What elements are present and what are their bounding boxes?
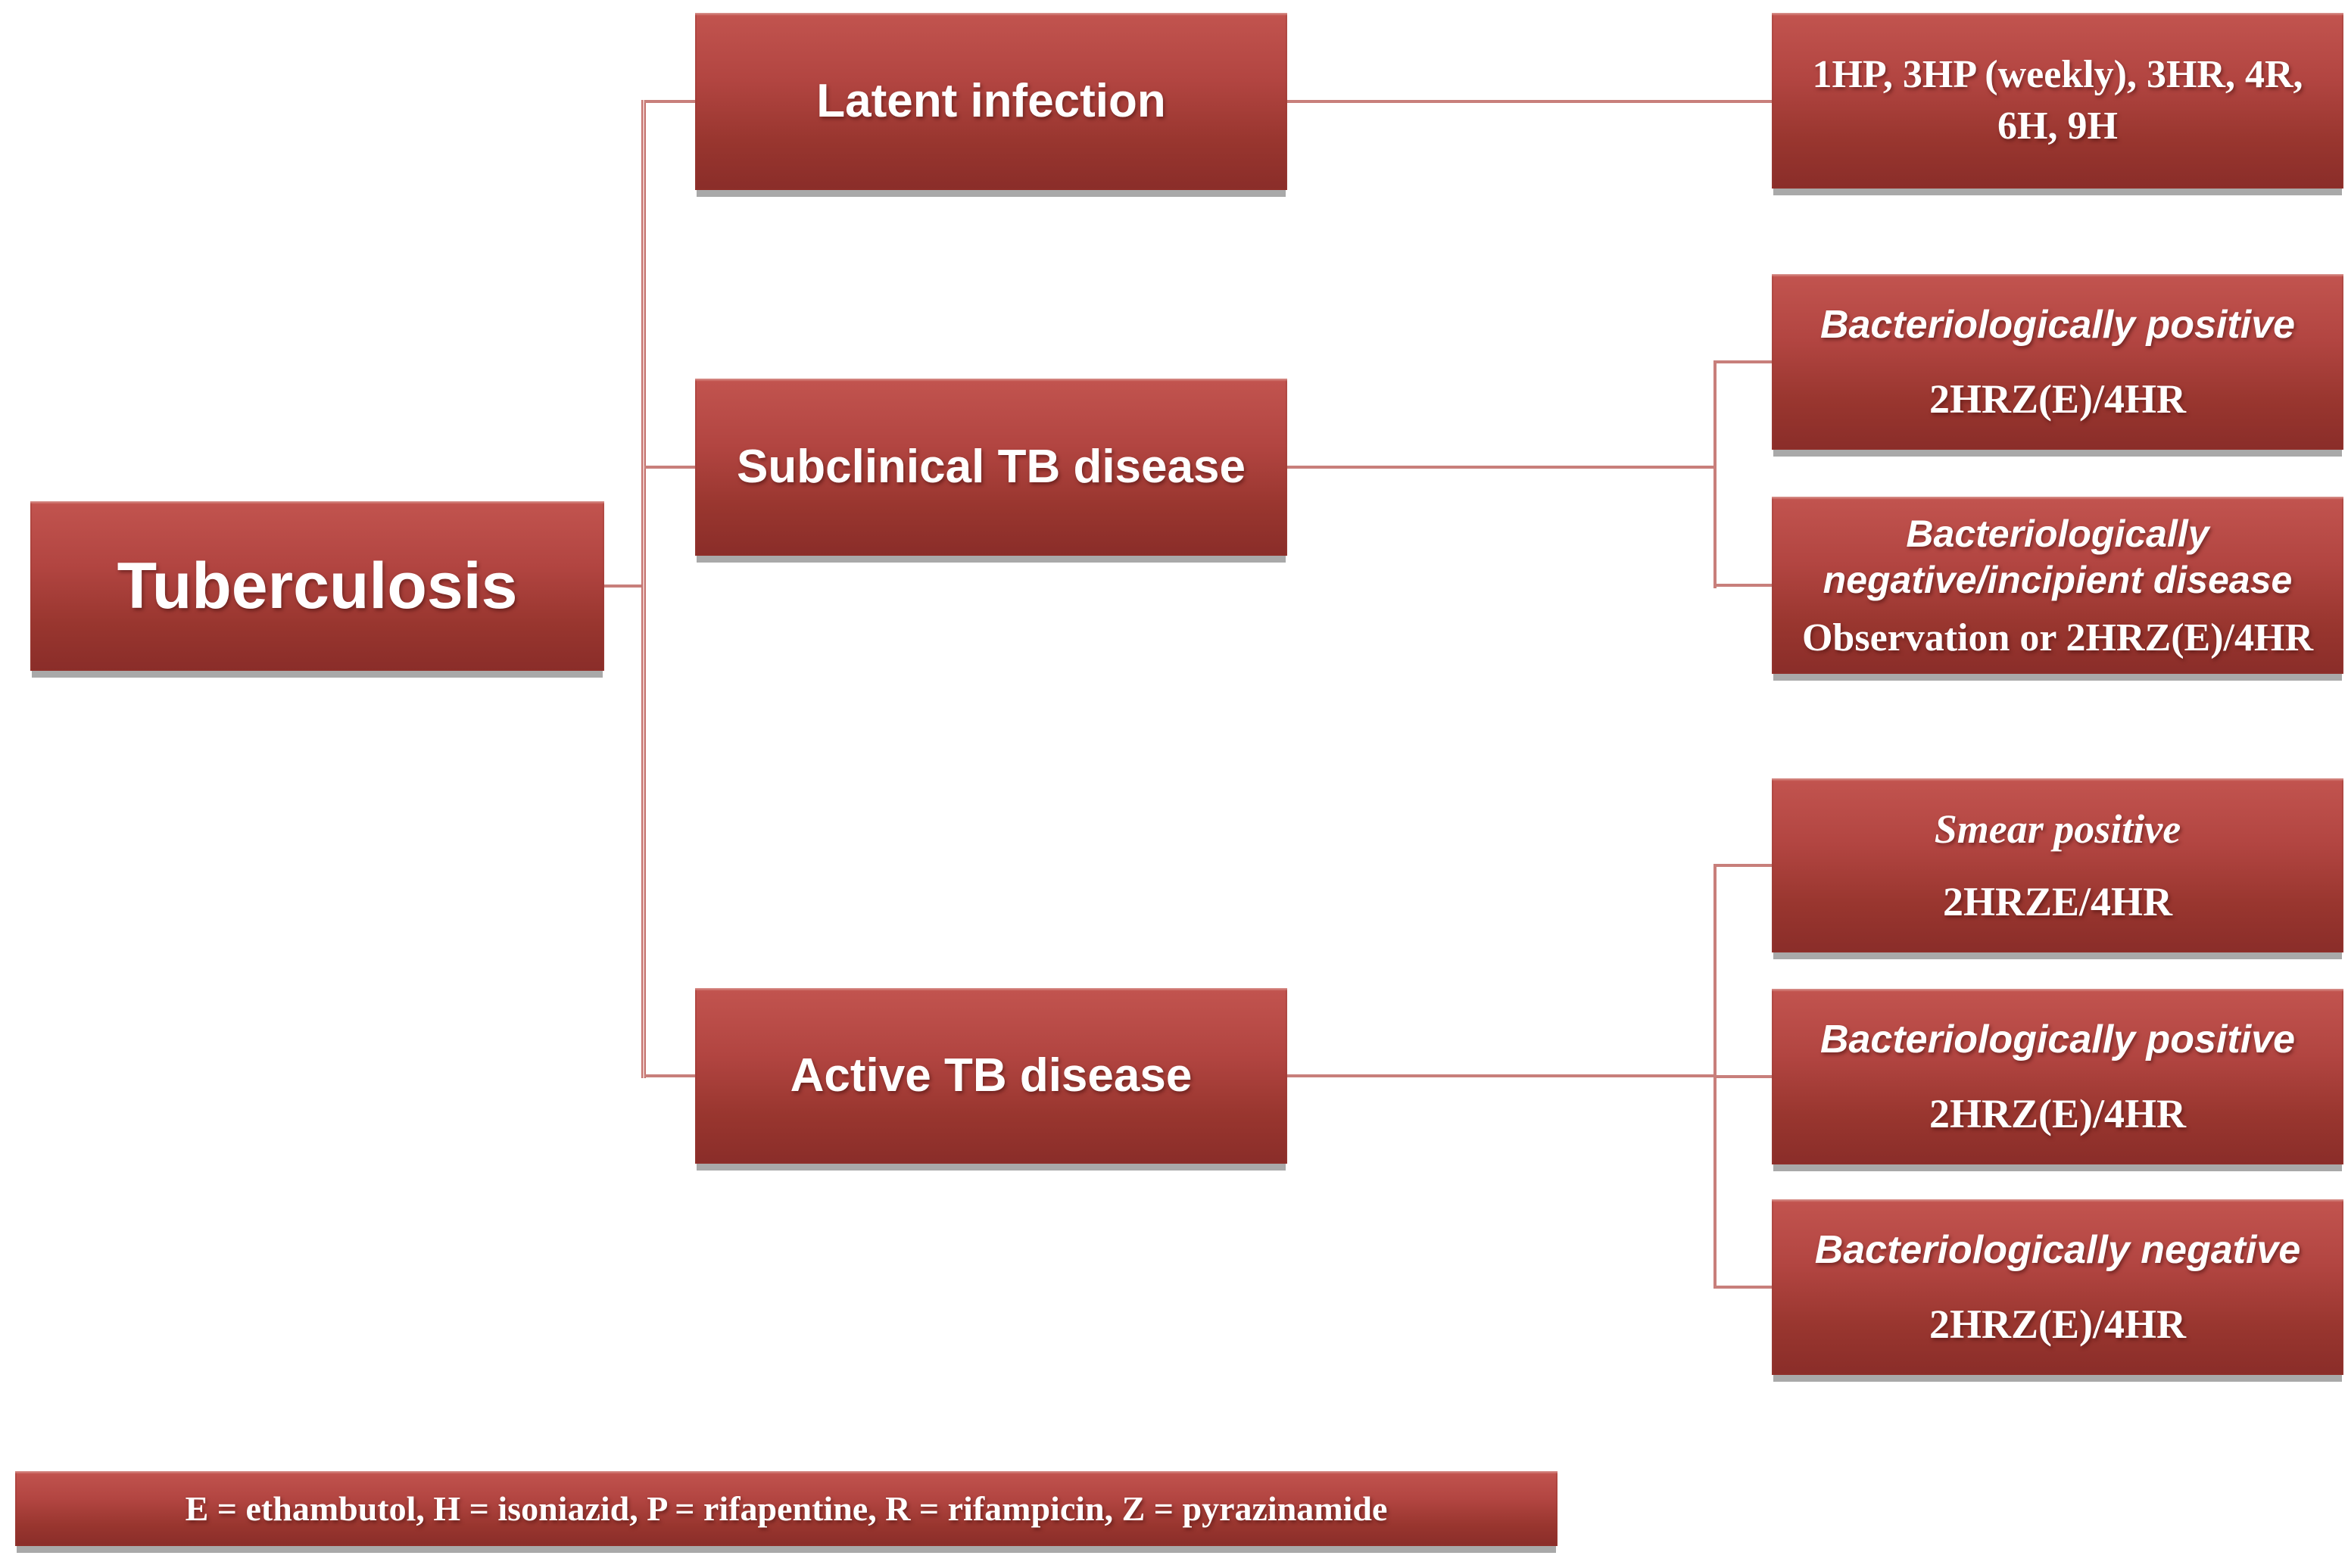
node-active-bact-positive: Bacteriologically positive 2HRZ(E)/4HR xyxy=(1772,989,2343,1164)
active-bact-negative-regimen: 2HRZ(E)/4HR xyxy=(1929,1301,2186,1347)
node-subclinical-tb: Subclinical TB disease xyxy=(695,379,1287,556)
subclinical-bact-positive-regimen: 2HRZ(E)/4HR xyxy=(1929,376,2186,422)
connector-branch-smear-positive xyxy=(1715,864,1772,867)
connector-active-out xyxy=(1287,1074,1715,1077)
subclinical-bact-negative-regimen: Observation or 2HRZ(E)/4HR xyxy=(1801,616,2314,659)
node-active-bact-negative: Bacteriologically negative 2HRZ(E)/4HR xyxy=(1772,1199,2343,1375)
connector-branch-latent xyxy=(644,100,695,103)
node-active-smear-positive: Smear positive 2HRZE/4HR xyxy=(1772,778,2343,952)
connector-branch-active xyxy=(644,1074,695,1077)
node-subclinical-bact-negative: Bacteriologically negative/incipient dis… xyxy=(1772,497,2343,674)
subclinical-bact-negative-title-line2: negative/incipient disease xyxy=(1823,558,2293,601)
active-bact-positive-regimen: 2HRZ(E)/4HR xyxy=(1929,1090,2186,1136)
subclinical-bact-negative-title-line1: Bacteriologically xyxy=(1906,512,2209,555)
connector-branch-active-bact-positive xyxy=(1715,1075,1772,1078)
connector-trunk-2 xyxy=(1713,360,1717,588)
node-tuberculosis-label: Tuberculosis xyxy=(117,549,518,622)
node-latent-regimens: 1HP, 3HP (weekly), 3HR, 4R, 6H, 9H xyxy=(1772,13,2343,189)
active-smear-positive-regimen: 2HRZE/4HR xyxy=(1942,879,2173,924)
legend-box: E = ethambutol, H = isoniazid, P = rifap… xyxy=(15,1471,1558,1546)
connector-subclinical-out xyxy=(1287,466,1715,469)
node-active-tb: Active TB disease xyxy=(695,988,1287,1164)
connector-branch-subclinical xyxy=(644,466,695,469)
node-subclinical-tb-label: Subclinical TB disease xyxy=(737,440,1246,493)
connector-branch-active-bact-negative xyxy=(1715,1286,1772,1289)
subclinical-bact-negative-title: Bacteriologically negative/incipient dis… xyxy=(1823,511,2293,603)
active-bact-positive-title: Bacteriologically positive xyxy=(1819,1018,2296,1062)
node-latent-infection-label: Latent infection xyxy=(816,74,1166,127)
connector-branch-bact-negative-incipient xyxy=(1715,584,1772,587)
node-latent-infection: Latent infection xyxy=(695,13,1287,190)
latent-regimens-line2: 6H, 9H xyxy=(1997,104,2118,148)
connector-latent-treatment xyxy=(1287,100,1772,103)
connector-root-stub xyxy=(604,584,645,588)
latent-regimens-line1: 1HP, 3HP (weekly), 3HR, 4R, xyxy=(1812,53,2303,97)
active-bact-negative-title: Bacteriologically negative xyxy=(1814,1228,2301,1273)
node-subclinical-bact-positive: Bacteriologically positive 2HRZ(E)/4HR xyxy=(1772,274,2343,450)
connector-branch-bact-positive xyxy=(1715,360,1772,363)
legend-text: E = ethambutol, H = isoniazid, P = rifap… xyxy=(185,1489,1388,1528)
subclinical-bact-positive-title: Bacteriologically positive xyxy=(1819,303,2296,348)
active-smear-positive-title: Smear positive xyxy=(1934,806,2181,852)
node-tuberculosis: Tuberculosis xyxy=(30,501,604,671)
connector-trunk-1 xyxy=(641,100,646,1078)
node-active-tb-label: Active TB disease xyxy=(790,1049,1193,1102)
